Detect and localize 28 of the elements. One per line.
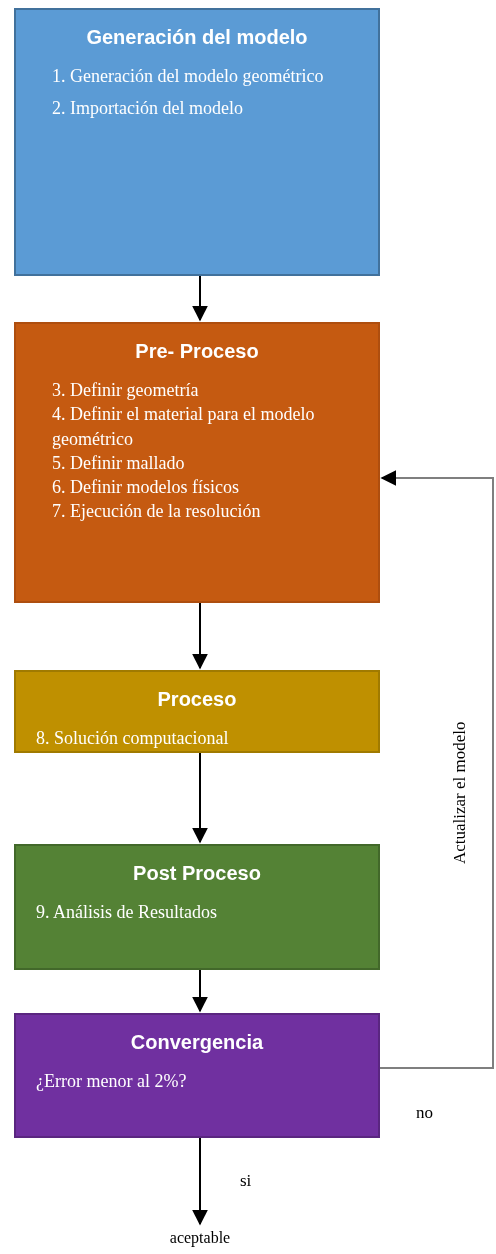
result-text: aceptable: [140, 1226, 260, 1250]
step-text: 3. Definir geometría: [51, 379, 200, 402]
step-text: 4. Definir el material para el modelo geométrico: [51, 403, 316, 451]
process-box: [14, 844, 380, 970]
arrow: [379, 470, 494, 1069]
step-text: 1. Generación del modelo geométrico: [51, 65, 325, 88]
box-heading: Generación del modelo: [85, 25, 309, 50]
process-box: [14, 8, 380, 276]
arrow: [192, 1137, 208, 1226]
process-box: [14, 1013, 380, 1138]
arrow: [192, 752, 208, 844]
arrow: [192, 969, 208, 1013]
step-text: 2. Importación del modelo: [51, 97, 244, 121]
step-text: 8. Solución computacional: [35, 727, 230, 750]
vertical-label: Actualizar el modelo: [449, 720, 471, 867]
arrow: [192, 602, 208, 670]
arrow: [192, 275, 208, 322]
box-heading: Proceso: [156, 687, 238, 712]
step-text: 9. Análisis de Resultados: [35, 901, 218, 924]
step-text: ¿Error menor al 2%?: [35, 1070, 188, 1093]
box-heading: Convergencia: [129, 1030, 265, 1055]
process-box: [14, 322, 380, 603]
box-heading: Post Proceso: [132, 861, 262, 886]
step-text: 5. Definir mallado: [51, 451, 186, 475]
box-heading: Pre- Proceso: [134, 339, 260, 364]
step-text: 7. Ejecución de la resolución: [51, 500, 262, 524]
process-box: [14, 670, 380, 753]
step-text: 6. Definir modelos físicos: [51, 476, 240, 500]
